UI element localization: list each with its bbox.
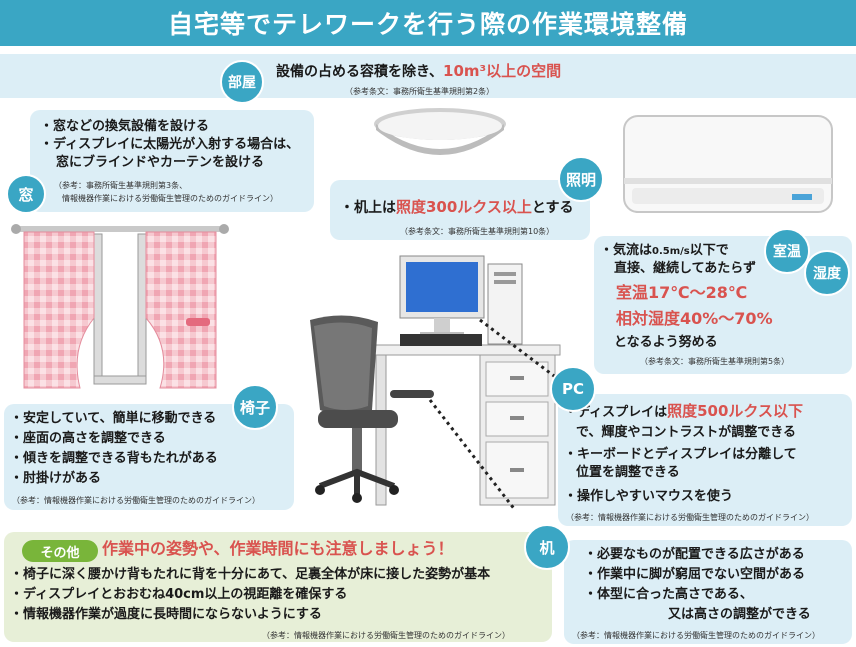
other-headline: 作業中の姿勢や、作業時間にも注意しましょう！ bbox=[102, 539, 454, 558]
lighting-text-a: ・机上は bbox=[340, 200, 396, 216]
desk-item-4: 又は高さの調整ができる bbox=[668, 607, 811, 622]
window-badge: 窓 bbox=[6, 174, 46, 214]
room-ref: （参考条文：事務所衛生基準規則第2条） bbox=[345, 87, 495, 96]
other-badge: その他 bbox=[22, 540, 98, 562]
room-text: 設備の占める容積を除き、10m³以上の空間 bbox=[276, 62, 561, 81]
pc-line2: で、輝度やコントラストが調整できる bbox=[576, 425, 796, 440]
pc-line5: ・操作しやすいマウスを使う bbox=[564, 489, 733, 504]
pc-line1: ・ディスプレイは照度500ルクス以下 bbox=[564, 402, 803, 422]
other-ref: （参考：情報機器作業における労働衛生管理のためのガイドライン） bbox=[262, 631, 510, 640]
temp-line4: 相対湿度40%～70% bbox=[616, 309, 773, 328]
temp-line1-a: ・気流は bbox=[600, 243, 653, 258]
pc-line1-b: 照度500ルクス以下 bbox=[667, 402, 803, 420]
desk-chair-pc-illustration bbox=[310, 255, 563, 510]
pc-line4: 位置を調整できる bbox=[576, 465, 680, 480]
desk-item-3: ・体型に合った高さである、 bbox=[584, 587, 753, 602]
window-line3: 窓にブラインドやカーテンを設ける bbox=[56, 155, 265, 170]
other-item-2: ・ディスプレイとおおむね40cm以上の視距離を確保する bbox=[10, 587, 348, 602]
other-item-3: ・情報機器作業が過度に長時間にならないようにする bbox=[10, 607, 322, 622]
chair-item-3: ・傾きを調整できる背もたれがある bbox=[10, 451, 218, 466]
chair-badge: 椅子 bbox=[232, 384, 278, 430]
temp-line3: 室温17℃～28℃ bbox=[616, 283, 748, 302]
pc-line1-a: ・ディスプレイは bbox=[564, 405, 668, 420]
humidity-badge: 湿度 bbox=[804, 250, 850, 296]
ceiling-light-illustration bbox=[374, 108, 506, 155]
desk-item-2: ・作業中に脚が窮屈でない空間がある bbox=[584, 567, 806, 582]
temp-line5: となるよう努める bbox=[614, 335, 718, 350]
temp-line2: 直接、継続してあたらず bbox=[614, 261, 756, 276]
window-panel bbox=[30, 110, 314, 212]
window-line1: ・窓などの換気設備を設ける bbox=[40, 119, 210, 134]
lighting-text-b: 照度300ルクス以上 bbox=[396, 198, 532, 216]
desk-ref: （参考：情報機器作業における労働衛生管理のためのガイドライン） bbox=[572, 631, 820, 640]
lighting-text-c: とする bbox=[531, 200, 574, 216]
chair-item-1: ・安定していて、簡単に移動できる bbox=[10, 411, 217, 426]
desk-badge: 机 bbox=[524, 524, 570, 570]
room-text-b: 10m³以上の空間 bbox=[443, 62, 562, 80]
lighting-text: ・机上は照度300ルクス以上とする bbox=[340, 198, 573, 217]
page-title: 自宅等でテレワークを行う際の作業環境整備 bbox=[0, 0, 856, 46]
pc-badge: PC bbox=[550, 366, 596, 412]
chair-ref: （参考：情報機器作業における労働衛生管理のためのガイドライン） bbox=[12, 496, 260, 505]
temp-line1-c: 以下で bbox=[689, 243, 729, 258]
temp-line1: ・気流は0.5m/s以下で bbox=[600, 242, 729, 261]
lighting-ref: （参考条文：事務所衛生基準規則第10条） bbox=[400, 227, 555, 236]
window-line2: ・ディスプレイに太陽光が入射する場合は、 bbox=[40, 137, 300, 152]
room-badge: 部屋 bbox=[220, 60, 264, 104]
curtain-window-illustration bbox=[11, 224, 229, 389]
temp-line1-b: 0.5m/s bbox=[652, 246, 690, 257]
chair-item-4: ・肘掛けがある bbox=[10, 471, 102, 486]
desk-item-1: ・必要なものが配置できる広さがある bbox=[584, 547, 805, 562]
lighting-panel bbox=[330, 180, 590, 240]
chair-item-2: ・座面の高さを調整できる bbox=[10, 431, 166, 446]
other-item-1: ・椅子に深く腰かけ背もたれに背を十分にあて、足裏全体が床に接した姿勢が基本 bbox=[10, 567, 491, 582]
room-text-a: 設備の占める容積を除き、 bbox=[276, 64, 444, 80]
pc-ref: （参考：情報機器作業における労働衛生管理のためのガイドライン） bbox=[566, 513, 814, 522]
temperature-badge: 室温 bbox=[764, 228, 810, 274]
window-ref2: 情報機器作業における労働衛生管理のためのガイドライン） bbox=[62, 194, 278, 203]
desk-panel bbox=[564, 540, 852, 644]
lighting-badge: 照明 bbox=[558, 156, 604, 202]
room-panel bbox=[0, 54, 856, 98]
pc-panel bbox=[558, 394, 852, 526]
temp-ref: （参考条文：事務所衛生基準規則第5条） bbox=[640, 357, 790, 366]
air-conditioner-illustration bbox=[623, 115, 833, 213]
window-ref1: （参考：事務所衛生基準規則第3条、 bbox=[54, 181, 188, 190]
pc-line3: ・キーボードとディスプレイは分離して bbox=[564, 447, 797, 462]
